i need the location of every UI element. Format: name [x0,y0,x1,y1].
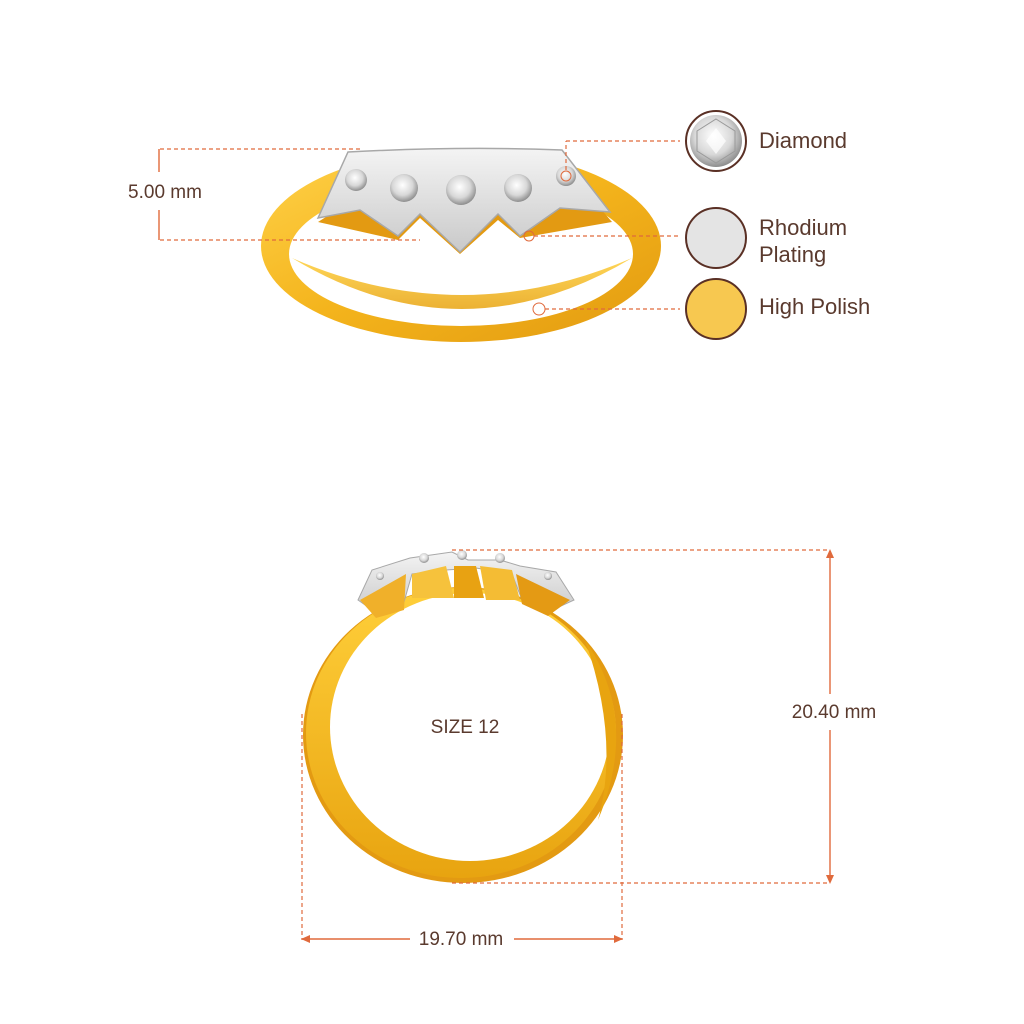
top-height-label: 5.00 mm [128,182,202,203]
ring-band-inner-lip [292,258,632,309]
legend-item-rhodium: Rhodium Plating [685,207,847,269]
diamond-stone [419,553,429,563]
legend-label-high-polish: High Polish [759,294,870,319]
legend-label-diamond: Diamond [759,128,847,153]
ring-front-view [303,550,623,883]
diamond-stone [495,553,505,563]
top-height-dimension: 5.00 mm [128,148,420,241]
legend-label-rhodium-line1: Rhodium [759,215,847,240]
legend-item-high-polish: High Polish [685,278,870,340]
diamond-callout-marker [560,170,572,182]
front-height-dimension: 20.40 mm [452,549,876,884]
ring-inner-thickness [585,640,617,820]
front-width-dimension: 19.70 mm [301,714,623,950]
front-height-label: 20.40 mm [792,702,876,723]
front-prong-gold [480,566,520,600]
diamond-stone [446,175,476,205]
diamond-stone [376,572,384,580]
diamond-stone [345,169,367,191]
ring-top-view [261,147,661,342]
gold-swatch-icon [685,278,747,340]
callout-leaders [534,140,680,310]
front-prong-gold [360,574,406,618]
front-width-label: 19.70 mm [419,929,503,950]
rhodium-swatch-icon [685,207,747,269]
legend-label-rhodium-line2: Plating [759,242,826,267]
legend-item-diamond: Diamond [685,110,847,172]
front-prong-gold [454,566,484,598]
diamond-stone [504,174,532,202]
diamond-stone [556,166,576,186]
diamond-stone [457,550,467,560]
diamond-stone [390,174,418,202]
diamond-stone [544,572,552,580]
ring-opening [330,593,610,861]
front-prong-gold [516,574,570,616]
front-prong-gold [412,566,454,598]
ring-size-label: SIZE 12 [431,717,500,738]
material-legend: Diamond Rhodium Plating High Polish [685,110,870,340]
